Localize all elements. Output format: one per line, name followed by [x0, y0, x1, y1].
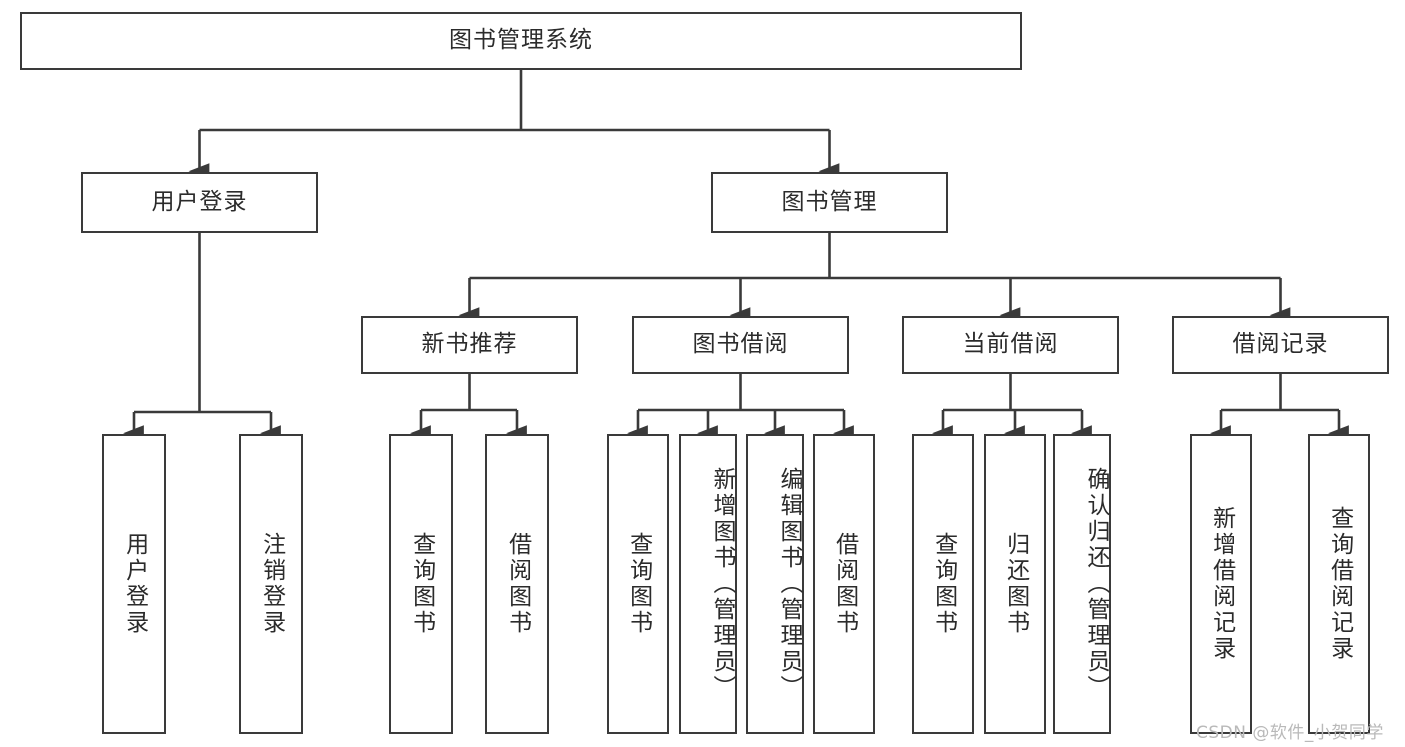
node-leaf-borrow-book-a[interactable]: 借阅图书 [485, 434, 549, 734]
node-label-leaf-query-book-a: 查询图书 [408, 532, 435, 636]
node-label-leaf-borrow-book-a: 借阅图书 [504, 532, 531, 636]
node-leaf-user-login[interactable]: 用户登录 [102, 434, 166, 734]
node-label-leaf-logout: 注销登录 [258, 532, 285, 636]
node-leaf-confirm-return[interactable]: 确认归还（管理员） [1053, 434, 1111, 734]
node-label-leaf-add-book: 新增图书（管理员） [709, 467, 735, 701]
node-label-leaf-edit-book: 编辑图书（管理员） [776, 467, 802, 701]
node-leaf-borrow-book-b[interactable]: 借阅图书 [813, 434, 875, 734]
node-leaf-query-book-b[interactable]: 查询图书 [607, 434, 669, 734]
node-current-borrow[interactable]: 当前借阅 [902, 316, 1119, 374]
node-label-leaf-query-book-c: 查询图书 [930, 532, 957, 636]
node-leaf-query-book-c[interactable]: 查询图书 [912, 434, 974, 734]
node-leaf-query-record[interactable]: 查询借阅记录 [1308, 434, 1370, 734]
node-label-root: 图书管理系统 [449, 27, 593, 54]
node-new-book-rec[interactable]: 新书推荐 [361, 316, 578, 374]
csdn-watermark: CSDN @软件_小贺同学 [1196, 723, 1384, 743]
node-leaf-add-book[interactable]: 新增图书（管理员） [679, 434, 737, 734]
node-label-book-admin: 图书管理 [781, 188, 878, 215]
node-book-borrow[interactable]: 图书借阅 [632, 316, 849, 374]
node-label-new-book-rec: 新书推荐 [421, 331, 518, 358]
node-label-borrow-record: 借阅记录 [1232, 331, 1329, 358]
node-root[interactable]: 图书管理系统 [20, 12, 1022, 70]
node-leaf-return-book[interactable]: 归还图书 [984, 434, 1046, 734]
node-label-leaf-query-book-b: 查询图书 [625, 532, 652, 636]
node-label-user-login: 用户登录 [151, 188, 248, 215]
node-book-admin[interactable]: 图书管理 [711, 172, 948, 233]
node-label-leaf-borrow-book-b: 借阅图书 [831, 532, 858, 636]
node-label-leaf-return-book: 归还图书 [1002, 532, 1029, 636]
node-label-leaf-query-record: 查询借阅记录 [1326, 506, 1353, 662]
node-leaf-logout[interactable]: 注销登录 [239, 434, 303, 734]
node-borrow-record[interactable]: 借阅记录 [1172, 316, 1389, 374]
node-label-leaf-user-login: 用户登录 [121, 532, 148, 636]
node-label-book-borrow: 图书借阅 [692, 331, 789, 358]
node-label-current-borrow: 当前借阅 [962, 331, 1059, 358]
node-label-leaf-add-record: 新增借阅记录 [1208, 506, 1235, 662]
node-leaf-edit-book[interactable]: 编辑图书（管理员） [746, 434, 804, 734]
node-user-login[interactable]: 用户登录 [81, 172, 318, 233]
node-label-leaf-confirm-return: 确认归还（管理员） [1083, 467, 1109, 701]
node-leaf-query-book-a[interactable]: 查询图书 [389, 434, 453, 734]
node-leaf-add-record[interactable]: 新增借阅记录 [1190, 434, 1252, 734]
